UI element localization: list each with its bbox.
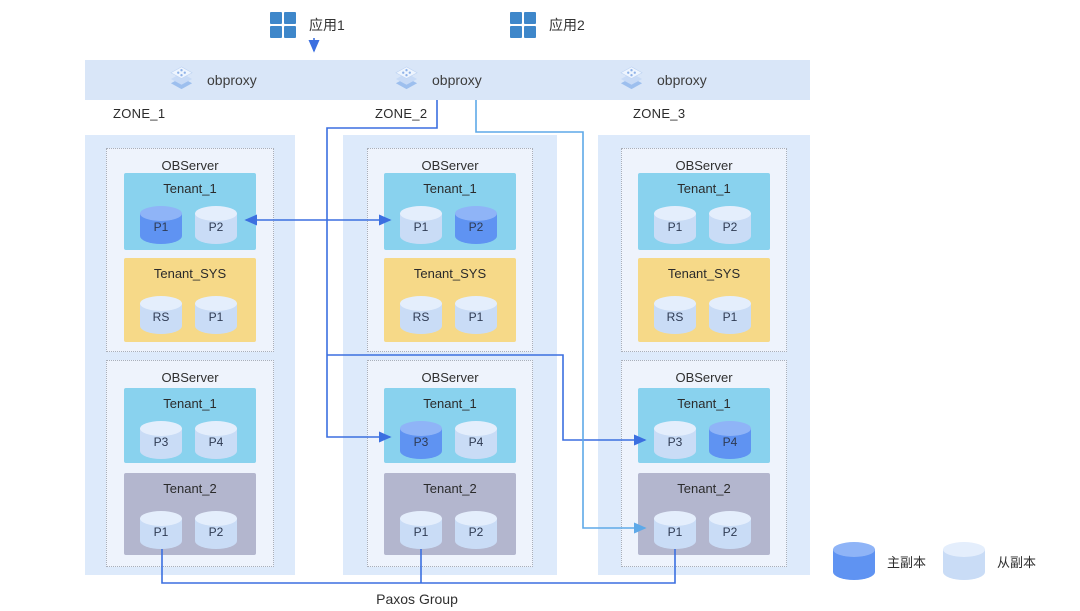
partition-follower-cylinder: P2 bbox=[709, 511, 751, 549]
tenant-name: Tenant_1 bbox=[677, 396, 731, 411]
partition-label: P4 bbox=[468, 435, 484, 449]
zone-label: ZONE_2 bbox=[375, 106, 428, 121]
partition-label: P2 bbox=[722, 220, 738, 234]
partition-label: P1 bbox=[722, 310, 738, 324]
partition-follower-cylinder: P2 bbox=[195, 511, 237, 549]
partition-label: P2 bbox=[208, 525, 224, 539]
partition-label: P2 bbox=[722, 525, 738, 539]
obproxy-3: obproxy bbox=[618, 60, 707, 100]
app-2: 应用2 bbox=[510, 12, 585, 38]
partition-label: P3 bbox=[413, 435, 429, 449]
partition-label: P1 bbox=[667, 525, 683, 539]
partition-label: P2 bbox=[468, 525, 484, 539]
partition-follower-cylinder: P1 bbox=[400, 206, 442, 244]
partition-primary-cylinder: P2 bbox=[455, 206, 497, 244]
app-label: 应用2 bbox=[549, 17, 585, 33]
app-1: 应用1 bbox=[270, 12, 345, 38]
partition-label: P4 bbox=[208, 435, 224, 449]
follower-cylinder-icon bbox=[943, 542, 985, 580]
partition-label: RS bbox=[666, 310, 684, 324]
partition-label: P1 bbox=[413, 525, 429, 539]
obproxy-2: obproxy bbox=[393, 60, 482, 100]
app-grid-icon bbox=[270, 12, 296, 38]
partition-follower-cylinder: P1 bbox=[654, 206, 696, 244]
partition-label: P1 bbox=[153, 220, 169, 234]
tenant-name: Tenant_SYS bbox=[153, 266, 227, 281]
obproxy-label: obproxy bbox=[657, 72, 707, 88]
tenant-name: Tenant_SYS bbox=[667, 266, 741, 281]
obproxy-bar: obproxy obproxy obproxy bbox=[85, 60, 810, 100]
tenant-name: Tenant_1 bbox=[677, 181, 731, 196]
app-label: 应用1 bbox=[309, 17, 345, 33]
partition-follower-cylinder: RS bbox=[400, 296, 442, 334]
obproxy-1: obproxy bbox=[168, 60, 257, 100]
observer-title: OBServer bbox=[675, 370, 733, 385]
partition-primary-cylinder: P4 bbox=[709, 421, 751, 459]
tenant-name: Tenant_1 bbox=[423, 396, 477, 411]
tenant-name: Tenant_1 bbox=[163, 181, 217, 196]
partition-follower-cylinder: P1 bbox=[654, 511, 696, 549]
paxos-group-label: Paxos Group bbox=[376, 591, 458, 607]
partition-label: P1 bbox=[208, 310, 224, 324]
partition-label: P2 bbox=[468, 220, 484, 234]
partition-primary-cylinder: P1 bbox=[140, 206, 182, 244]
legend-follower-replica: 从副本 bbox=[943, 542, 1036, 580]
legend-label: 主副本 bbox=[887, 554, 927, 570]
partition-follower-cylinder: P1 bbox=[195, 296, 237, 334]
observer-title: OBServer bbox=[421, 370, 479, 385]
partition-follower-cylinder: P4 bbox=[455, 421, 497, 459]
tenant-name: Tenant_1 bbox=[163, 396, 217, 411]
app-grid-icon bbox=[510, 12, 536, 38]
legend-primary-replica: 主副本 bbox=[833, 542, 926, 580]
primary-cylinder-icon bbox=[833, 542, 875, 580]
partition-follower-cylinder: P1 bbox=[455, 296, 497, 334]
partition-label: P3 bbox=[667, 435, 683, 449]
partition-follower-cylinder: RS bbox=[654, 296, 696, 334]
layers-icon bbox=[168, 65, 195, 96]
partition-follower-cylinder: P3 bbox=[140, 421, 182, 459]
tenant-name: Tenant_SYS bbox=[413, 266, 487, 281]
observer-title: OBServer bbox=[161, 370, 219, 385]
observer-title: OBServer bbox=[161, 158, 219, 173]
partition-follower-cylinder: P1 bbox=[709, 296, 751, 334]
partition-follower-cylinder: P2 bbox=[709, 206, 751, 244]
partition-label: P3 bbox=[153, 435, 169, 449]
tenant-name: Tenant_1 bbox=[423, 181, 477, 196]
tenant-name: Tenant_2 bbox=[163, 481, 217, 496]
zone-label: ZONE_1 bbox=[113, 106, 166, 121]
partition-follower-cylinder: RS bbox=[140, 296, 182, 334]
partition-follower-cylinder: P1 bbox=[400, 511, 442, 549]
partition-follower-cylinder: P1 bbox=[140, 511, 182, 549]
layers-icon bbox=[618, 65, 645, 96]
partition-label: P1 bbox=[153, 525, 169, 539]
tenant-name: Tenant_2 bbox=[423, 481, 477, 496]
observer-title: OBServer bbox=[421, 158, 479, 173]
partition-label: P1 bbox=[667, 220, 683, 234]
partition-follower-cylinder: P3 bbox=[654, 421, 696, 459]
layers-icon bbox=[393, 65, 420, 96]
partition-label: RS bbox=[412, 310, 430, 324]
partition-label: P4 bbox=[722, 435, 738, 449]
obproxy-label: obproxy bbox=[432, 72, 482, 88]
partition-follower-cylinder: P2 bbox=[195, 206, 237, 244]
zone-label: ZONE_3 bbox=[633, 106, 686, 121]
observer-title: OBServer bbox=[675, 158, 733, 173]
partition-primary-cylinder: P3 bbox=[400, 421, 442, 459]
partition-follower-cylinder: P2 bbox=[455, 511, 497, 549]
partition-label: P2 bbox=[208, 220, 224, 234]
partition-label: RS bbox=[152, 310, 170, 324]
legend-label: 从副本 bbox=[997, 554, 1037, 570]
partition-label: P1 bbox=[468, 310, 484, 324]
partition-label: P1 bbox=[413, 220, 429, 234]
tenant-name: Tenant_2 bbox=[677, 481, 731, 496]
partition-follower-cylinder: P4 bbox=[195, 421, 237, 459]
obproxy-label: obproxy bbox=[207, 72, 257, 88]
